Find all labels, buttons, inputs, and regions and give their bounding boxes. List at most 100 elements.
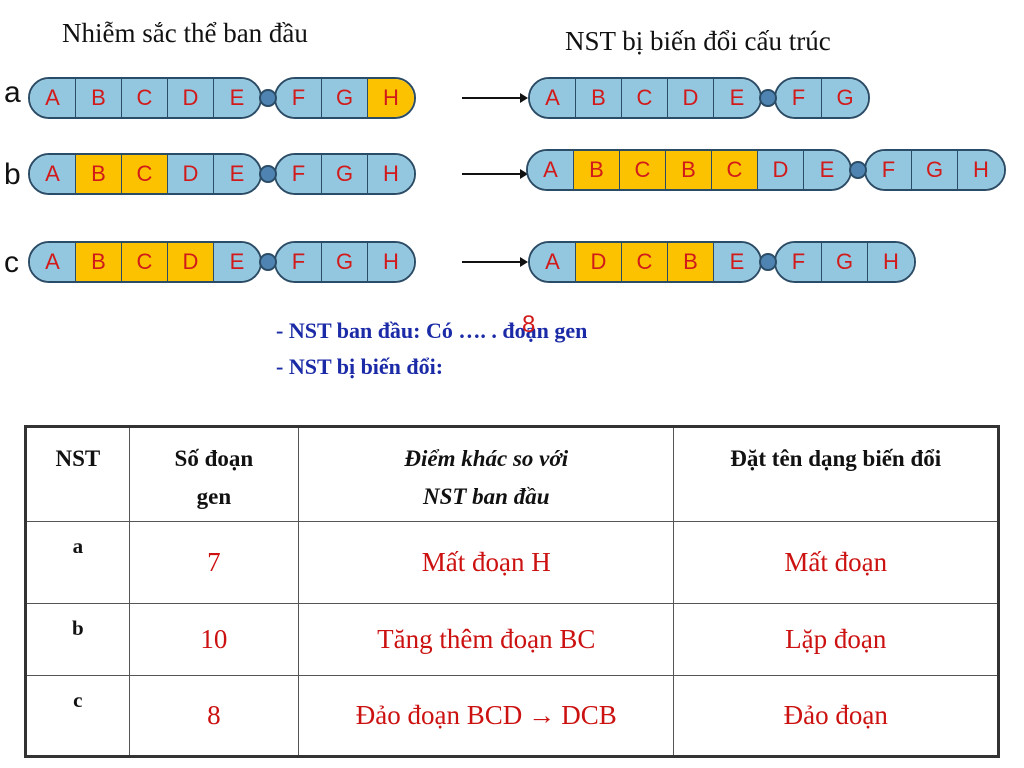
handwritten-answer: 8 — [522, 311, 536, 338]
gene-segment-h: H — [868, 243, 914, 281]
gene-segment-a: A — [30, 79, 76, 117]
gene-segment-h: H — [368, 155, 414, 193]
gene-segment-b: B — [576, 79, 622, 117]
gene-segment-d: D — [168, 243, 214, 281]
gene-segment-d: D — [668, 79, 714, 117]
gene-segment-f: F — [276, 243, 322, 281]
centromere-icon — [759, 253, 777, 271]
gene-segment-g: G — [822, 79, 868, 117]
gene-segment-g: G — [822, 243, 868, 281]
gene-segment-c: C — [620, 151, 666, 189]
arrow-icon — [462, 169, 528, 179]
header-difference: Điểm khác so với NST ban đầu — [298, 426, 675, 522]
gene-segment-f: F — [276, 79, 322, 117]
table-header-row: NST Số đoạn gen Điểm khác so với NST ban… — [25, 426, 999, 522]
gene-segment-c: C — [122, 155, 168, 193]
gene-segment-f: F — [276, 155, 322, 193]
table-row: c 8 Đảo đoạn BCD→DCB Đảo đoạn — [25, 675, 999, 757]
header-gene-count-line2: gen — [196, 484, 232, 509]
arrow-icon — [462, 93, 528, 103]
header-gene-count: Số đoạn gen — [128, 426, 300, 522]
cell-mutation-type: Mất đoạn — [673, 521, 999, 604]
gene-segment-h: H — [368, 243, 414, 281]
gene-segment-b: B — [76, 79, 122, 117]
arrow-icon — [462, 257, 528, 267]
header-gene-count-line1: Số đoạn — [174, 446, 254, 471]
cell-difference: Đảo đoạn BCD→DCB — [298, 675, 675, 757]
gene-segment-e: E — [214, 155, 260, 193]
gene-segment-b: B — [76, 243, 122, 281]
gene-segment-e: E — [214, 79, 260, 117]
gene-segment-b: B — [668, 243, 714, 281]
gene-segment-d: D — [168, 155, 214, 193]
cell-mutation-type: Đảo đoạn — [673, 675, 999, 757]
heading-original: Nhiễm sắc thể ban đầu — [62, 18, 308, 48]
difference-before: Đảo đoạn BCD — [355, 700, 523, 730]
heading-modified: NST bị biến đổi cấu trúc — [565, 26, 831, 56]
header-difference-line1: Điểm khác so với — [404, 446, 569, 471]
gene-segment-d: D — [758, 151, 804, 189]
mutation-table: NST Số đoạn gen Điểm khác so với NST ban… — [24, 425, 1000, 758]
header-difference-line2: NST ban đầu — [422, 484, 550, 509]
header-nst: NST — [25, 426, 130, 522]
cell-difference: Tăng thêm đoạn BC — [298, 603, 675, 676]
cell-nst: a — [25, 521, 130, 604]
gene-segment-a: A — [530, 79, 576, 117]
gene-segment-e: E — [714, 79, 760, 117]
gene-segment-g: G — [322, 79, 368, 117]
cell-mutation-type: Lặp đoạn — [673, 603, 999, 676]
table-row: a 7 Mất đoạn H Mất đoạn — [25, 521, 999, 604]
gene-segment-f: F — [866, 151, 912, 189]
gene-segment-d: D — [168, 79, 214, 117]
row-label-a: a — [4, 76, 21, 109]
gene-segment-c: C — [622, 79, 668, 117]
centromere-icon — [849, 161, 867, 179]
gene-segment-a: A — [528, 151, 574, 189]
gene-segment-b: B — [574, 151, 620, 189]
gene-segment-e: E — [214, 243, 260, 281]
gene-segment-a: A — [530, 243, 576, 281]
cell-nst: c — [25, 675, 130, 757]
gene-segment-c: C — [122, 243, 168, 281]
gene-segment-b: B — [76, 155, 122, 193]
gene-segment-f: F — [776, 79, 822, 117]
arrow-right-icon: → — [528, 700, 556, 730]
gene-segment-c: C — [622, 243, 668, 281]
gene-segment-g: G — [912, 151, 958, 189]
gene-segment-c: C — [712, 151, 758, 189]
gene-segment-a: A — [30, 155, 76, 193]
centromere-icon — [259, 89, 277, 107]
gene-segment-a: A — [30, 243, 76, 281]
row-label-b: b — [4, 158, 21, 191]
centromere-icon — [259, 165, 277, 183]
gene-segment-e: E — [714, 243, 760, 281]
gene-segment-f: F — [776, 243, 822, 281]
cell-gene-count: 8 — [128, 675, 300, 757]
cell-gene-count: 7 — [128, 521, 300, 604]
gene-segment-b: B — [666, 151, 712, 189]
cell-nst: b — [25, 603, 130, 676]
gene-segment-c: C — [122, 79, 168, 117]
row-label-c: c — [4, 246, 19, 279]
note-original-gene-count: - NST ban đầu: Có …. . đoạn gen — [276, 318, 588, 343]
cell-difference: Mất đoạn H — [298, 521, 675, 604]
gene-segment-g: G — [322, 243, 368, 281]
difference-after: DCB — [561, 700, 617, 730]
